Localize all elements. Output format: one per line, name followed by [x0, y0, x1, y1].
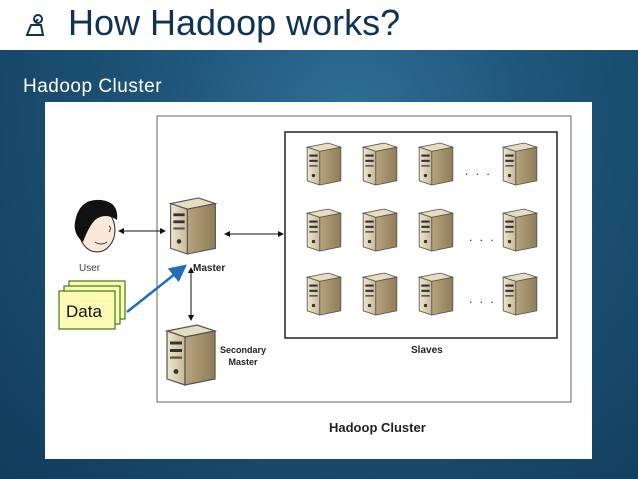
slave-server-icon [502, 142, 538, 186]
secondary-master-server-icon [166, 324, 216, 386]
data-stack-icon [58, 280, 126, 330]
slaves-ellipsis-row3: . . . [469, 292, 496, 306]
slave-server-icon [306, 208, 342, 252]
hadoop-cluster-diagram: . . . . . . . . . User Master Secondary … [45, 102, 592, 459]
slaves-ellipsis-row1: . . . [465, 164, 492, 178]
cluster-label: Hadoop Cluster [329, 420, 426, 435]
slave-server-icon [306, 272, 342, 316]
data-label: Data [66, 302, 102, 321]
slave-server-icon [418, 142, 454, 186]
slave-server-icon [418, 208, 454, 252]
slave-server-icon [306, 142, 342, 186]
cluster-boundary [156, 115, 572, 403]
diagram-canvas [58, 115, 572, 403]
slave-server-icon [362, 272, 398, 316]
secondary-master-line2: Master [228, 357, 258, 367]
slaves-ellipsis-row2: . . . [469, 230, 496, 244]
slide-subtitle: Hadoop Cluster [23, 76, 163, 97]
slaves-label: Slaves [411, 345, 443, 356]
slave-server-icon [362, 142, 398, 186]
secondary-master-line1: Secondary [220, 345, 267, 355]
user-icon [74, 199, 118, 253]
hadoop-logo-icon [25, 14, 45, 36]
title-bar: How Hadoop works? [0, 0, 638, 50]
slide-title: How Hadoop works? [68, 2, 401, 43]
user-label: User [79, 263, 101, 274]
data-to-master-arrow [126, 264, 187, 313]
slaves-boundary [284, 131, 558, 339]
slave-server-icon [362, 208, 398, 252]
slave-server-icon [502, 272, 538, 316]
secondary-master-label: Secondary Master [220, 344, 266, 368]
master-label: Master [193, 263, 226, 274]
slave-server-icon [502, 208, 538, 252]
master-server-icon [169, 197, 217, 255]
slave-server-icon [418, 272, 454, 316]
